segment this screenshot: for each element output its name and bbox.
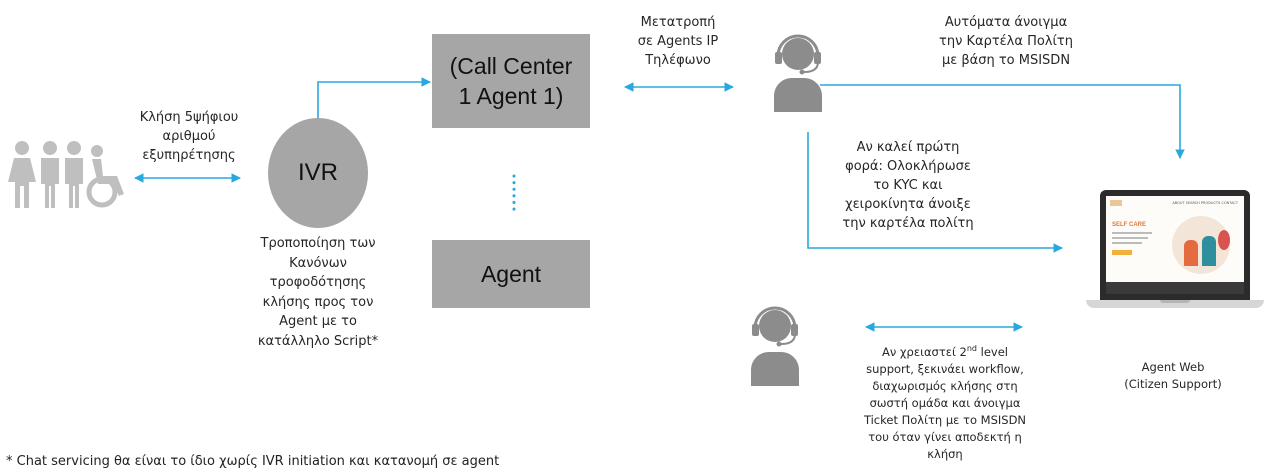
call-center-label: (Call Center 1 Agent 1) [449,53,573,109]
call-number-label: Κλήση 5ψήφιου αριθμού εξυπηρέτησης [139,110,239,163]
headset-agent-icon [751,306,799,386]
ivr-node: IVR [268,118,368,228]
arrow-auto-open [820,84,1185,159]
footnote: * Chat servicing θα είναι το ίδιο χωρίς … [6,454,500,469]
arrow-first-call [807,132,1063,253]
people-icon [8,141,124,208]
auto-open-label: Αυτόματα άνοιγμα την Καρτέλα Πολίτη με β… [939,15,1073,68]
ivr-rules-label: Τροποποίηση των Κανόνων τροφοδότησης κλή… [257,236,379,349]
laptop-screen: ABOUT SEARCH PRODUCTS CONTACT SELF CARE [1106,196,1244,294]
headset-agent-icon [774,34,822,112]
arrow-ivr-callcenter [317,77,431,118]
call-center-node: (Call Center 1 Agent 1) [432,34,590,128]
convert-ip-label: Μετατροπή σε Agents IP Τηλέφωνο [637,15,719,68]
first-call-label: Αν καλεί πρώτη φορά: Ολοκλήρωσε το KYC κ… [842,140,974,231]
agent-label: Agent [480,260,542,287]
laptop-nav: ABOUT SEARCH PRODUCTS CONTACT [1172,201,1238,205]
agent-node: Agent [432,240,590,308]
laptop-brand: SELF CARE [1112,222,1147,228]
agent-web-label: Agent Web (Citizen Support) [1124,360,1222,391]
laptop-icon: ABOUT SEARCH PRODUCTS CONTACT SELF CARE [1086,190,1264,314]
second-level-label: Αν χρειαστεί 2nd level support, ξεκινάει… [863,344,1027,461]
ivr-label: IVR [297,159,338,186]
